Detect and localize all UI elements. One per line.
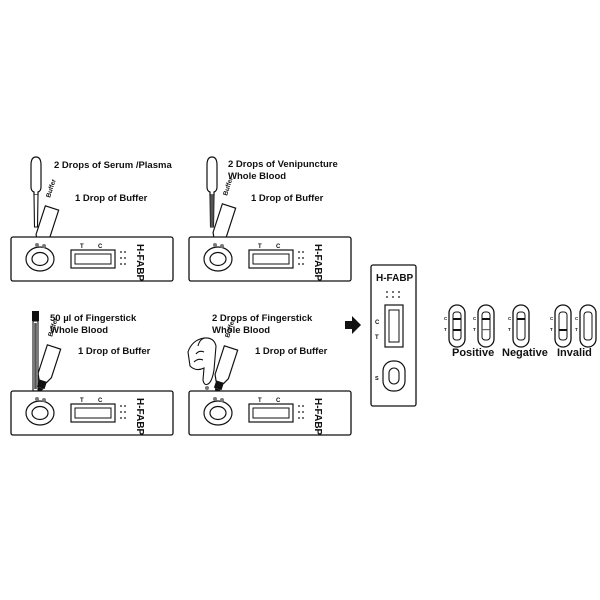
t-label: T (80, 244, 84, 250)
venipuncture-step-label-line2: Whole Blood (228, 171, 287, 182)
c-label: C (98, 398, 103, 404)
sample-drop-icons (35, 397, 46, 402)
cassette-line-labels: T C T C T C T C (80, 244, 281, 404)
test-cassette (10, 390, 174, 436)
panel-venipuncture (188, 156, 352, 282)
sample-drop-icons (35, 243, 46, 248)
sample-drop-icons (213, 243, 224, 248)
fingerstick-drops-step-line1: 2 Drops of Fingerstick (212, 313, 313, 324)
c-label: C (375, 320, 380, 326)
result-invalid-label: Invalid (557, 347, 592, 359)
serum-buffer-label: 1 Drop of Buffer (75, 193, 148, 204)
fingerstick-pipette-step-line1: 50 µl of Fingerstick (50, 313, 137, 324)
c-label: C (550, 316, 554, 321)
venipuncture-dropper (206, 156, 218, 228)
result-positive-strong (448, 304, 466, 348)
serum-dropper (30, 156, 42, 228)
fingerstick-drops-buffer-label: 1 Drop of Buffer (255, 346, 328, 357)
c-label: C (276, 244, 281, 250)
t-label: T (575, 327, 578, 332)
t-label: T (444, 327, 447, 332)
t-label: T (80, 398, 84, 404)
cassette-brand: H-FABP (134, 244, 145, 282)
cassette-brand-labels: H-FABP H-FABP H-FABP H-FABP (134, 244, 323, 436)
panel-fingerstick-pipette (10, 311, 174, 436)
fingerstick-pipette-step-line2: Whole Blood (50, 325, 109, 336)
c-label: C (276, 398, 281, 404)
cassette-brand: H-FABP (134, 398, 145, 436)
result-negative-label: Negative (502, 347, 548, 359)
result-positive-weak (477, 304, 495, 348)
t-label: T (473, 327, 476, 332)
c-label: C (98, 244, 103, 250)
t-label: T (375, 335, 379, 341)
c-label: C (508, 316, 512, 321)
test-cassette (188, 390, 352, 436)
test-cassette (188, 236, 352, 282)
cassette-brand: H-FABP (312, 398, 323, 436)
panel-fingerstick-drops (187, 337, 352, 436)
result-positive-label: Positive (452, 347, 495, 359)
venipuncture-step-label-line1: 2 Drops of Venipuncture (228, 159, 338, 170)
result-invalid-blank (579, 304, 597, 348)
c-label: C (575, 316, 579, 321)
venipuncture-buffer-label: 1 Drop of Buffer (251, 193, 324, 204)
test-cassette (10, 236, 174, 282)
result-line-labels: C T C T C T C T C T (444, 316, 579, 332)
fingerstick-pipette-buffer-label: 1 Drop of Buffer (78, 346, 151, 357)
t-label: T (508, 327, 511, 332)
panel-serum-plasma (10, 156, 174, 282)
t-label: T (550, 327, 553, 332)
arrow-right-icon (345, 316, 361, 334)
s-label: S (375, 376, 379, 382)
c-label: C (444, 316, 448, 321)
hand-icon (187, 337, 217, 390)
result-invalid-t-only (554, 304, 572, 348)
fingerstick-drops-step-line2: Whole Blood (212, 325, 271, 336)
cassette-brand: H-FABP (312, 244, 323, 282)
sample-drop-icons (213, 397, 224, 402)
t-label: T (258, 398, 262, 404)
reading-cassette: H-FABP C T S (370, 264, 417, 407)
t-label: T (258, 244, 262, 250)
result-negative (512, 304, 530, 348)
c-label: C (473, 316, 477, 321)
reading-cassette-brand: H-FABP (376, 273, 414, 284)
serum-step-label: 2 Drops of Serum /Plasma (54, 160, 172, 171)
capillary-pipette (32, 311, 39, 396)
buffer-bottle-label: Buffer (45, 178, 58, 199)
